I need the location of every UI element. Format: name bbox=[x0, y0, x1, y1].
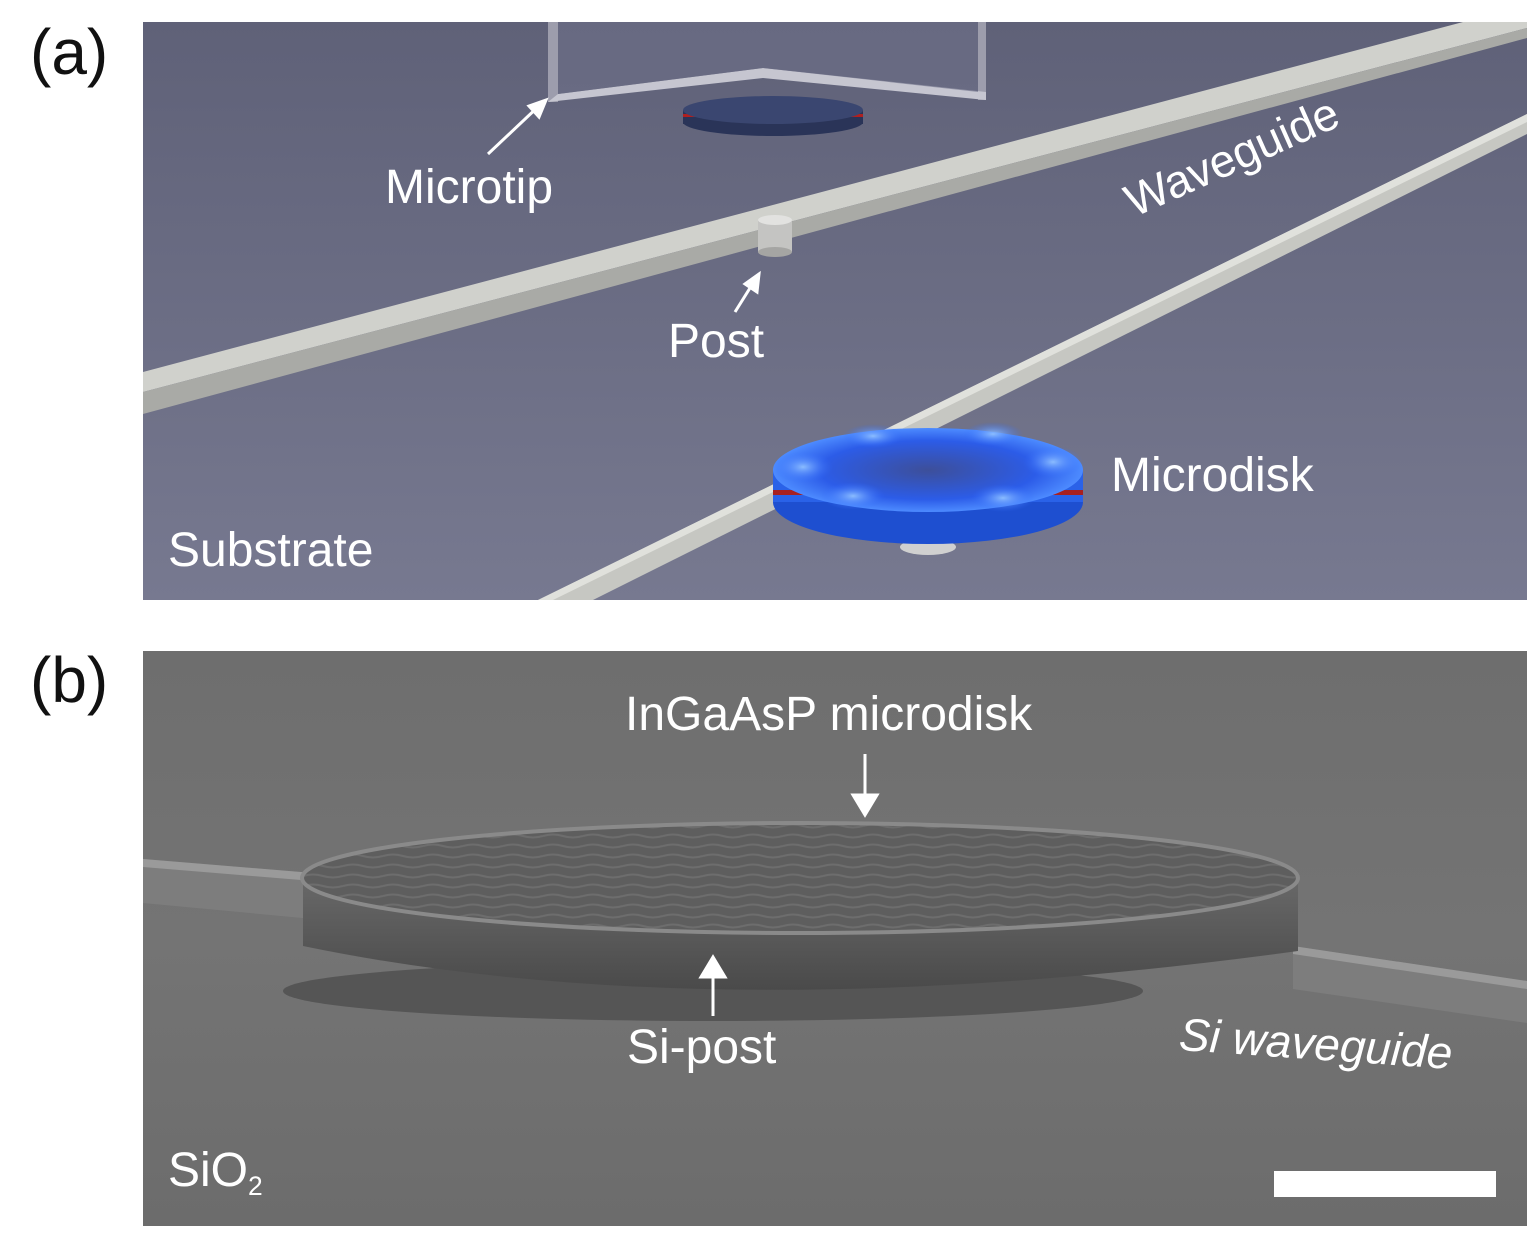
panel-b-scene bbox=[143, 651, 1527, 1226]
sio2-label-main: SiO bbox=[168, 1144, 249, 1197]
ingaasp-microdisk-label: InGaAsP microdisk bbox=[625, 688, 1033, 741]
substrate-label: Substrate bbox=[168, 524, 374, 577]
microtip-label: Microtip bbox=[385, 161, 554, 214]
post-label: Post bbox=[668, 315, 765, 368]
scale-bar bbox=[1274, 1171, 1496, 1197]
post bbox=[758, 215, 792, 257]
sio2-label: SiO2 bbox=[168, 1147, 263, 1200]
sio2-label-subscript: 2 bbox=[248, 1171, 263, 1202]
si-waveguide bbox=[143, 859, 1527, 1023]
panel-b-label: (b) bbox=[30, 644, 109, 716]
microtip-disk bbox=[683, 96, 863, 136]
panel-a-render: Microtip Waveguide Post Microdisk Substr… bbox=[143, 22, 1527, 600]
microtip bbox=[548, 22, 986, 102]
si-post-label: Si-post bbox=[627, 1021, 777, 1074]
microdisk-label: Microdisk bbox=[1111, 449, 1314, 502]
annotation-arrows bbox=[486, 97, 761, 313]
panel-a-scene bbox=[143, 22, 1527, 600]
panel-b-sem: InGaAsP microdisk Si-post Si waveguide S… bbox=[143, 651, 1527, 1226]
sem-arrows bbox=[698, 754, 880, 1016]
waveguide-upper bbox=[143, 22, 1527, 414]
panel-a-label: (a) bbox=[30, 16, 109, 88]
microdisk bbox=[773, 422, 1083, 555]
